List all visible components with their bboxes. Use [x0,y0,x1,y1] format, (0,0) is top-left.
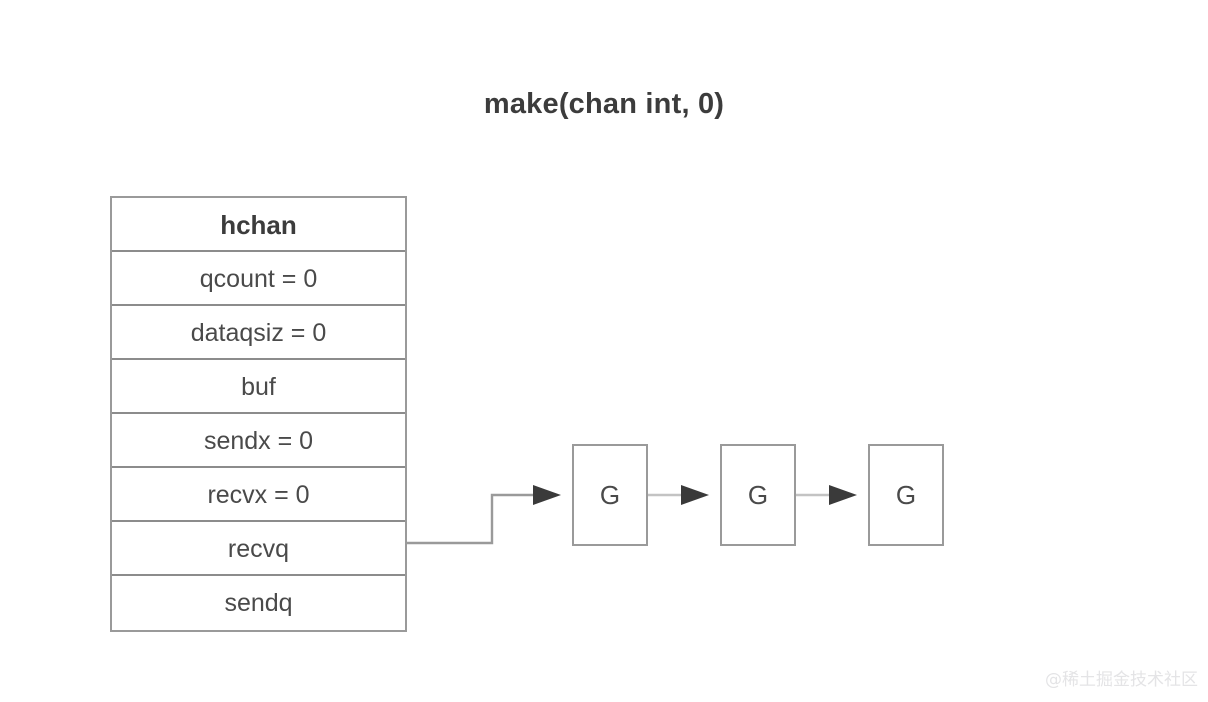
hchan-struct-table: hchan qcount = 0 dataqsiz = 0 buf sendx … [110,196,407,632]
arrowhead-icon-1 [533,485,561,505]
hchan-field-sendq: sendq [224,589,293,617]
goroutine-box-1: G [572,444,648,546]
page-title: make(chan int, 0) [483,88,725,120]
goroutine-box-3: G [868,444,944,546]
hchan-field-recvx: recvx = 0 [112,468,405,522]
watermark: @稀土掘金技术社区 [1045,670,1198,690]
hchan-field-buf: buf [112,360,405,414]
hchan-field-dataqsiz: dataqsiz = 0 [112,306,405,360]
arrowhead-icon-2 [681,485,709,505]
hchan-field-recvq: recvq [112,522,405,576]
hchan-field-sendx: sendx = 0 [112,414,405,468]
goroutine-box-2: G [720,444,796,546]
arrowhead-icon-3 [829,485,857,505]
hchan-table-header: hchan [112,198,405,252]
recvq-to-goroutine-connector [407,493,540,545]
hchan-field-qcount: qcount = 0 [112,252,405,306]
